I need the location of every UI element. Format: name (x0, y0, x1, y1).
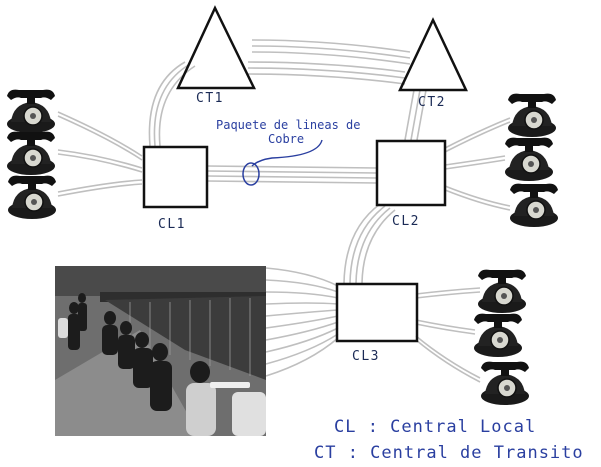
cl3-box (335, 282, 419, 343)
cl3-label: CL3 (352, 349, 380, 364)
ct1-label: CT1 (196, 91, 224, 106)
rotary-phone-icon (504, 136, 554, 182)
rotary-phone-icon (477, 268, 527, 314)
rotary-phone-icon (480, 360, 530, 406)
switchboard-operators-photo (55, 266, 266, 436)
cl2-label: CL2 (392, 214, 420, 229)
phones-left (6, 88, 57, 220)
rotary-phone-icon (6, 130, 56, 176)
ct2-label: CT2 (418, 95, 446, 110)
legend-ct: CT : Central de Transito (314, 443, 584, 463)
annotation-pointer (251, 139, 323, 167)
rotary-phone-icon (507, 92, 557, 138)
ct1-triangle (176, 5, 256, 90)
cl2-box (375, 139, 447, 207)
annotation-line-2: Cobre (268, 132, 304, 146)
phones-right-cl2 (504, 92, 559, 228)
cl1-label: CL1 (158, 217, 186, 232)
rotary-phone-icon (6, 88, 56, 134)
phones-right-cl3 (473, 268, 530, 406)
legend-cl: CL : Central Local (334, 417, 536, 437)
copper-cable-bundles (57, 39, 511, 383)
rotary-phone-icon (7, 174, 57, 220)
rotary-phone-icon (473, 312, 523, 358)
annotation-line-1: Paquete de lineas de (216, 118, 361, 132)
ct2-triangle (398, 17, 468, 92)
cl1-box (142, 145, 209, 209)
rotary-phone-icon (509, 182, 559, 228)
annotation-circle (242, 162, 260, 186)
